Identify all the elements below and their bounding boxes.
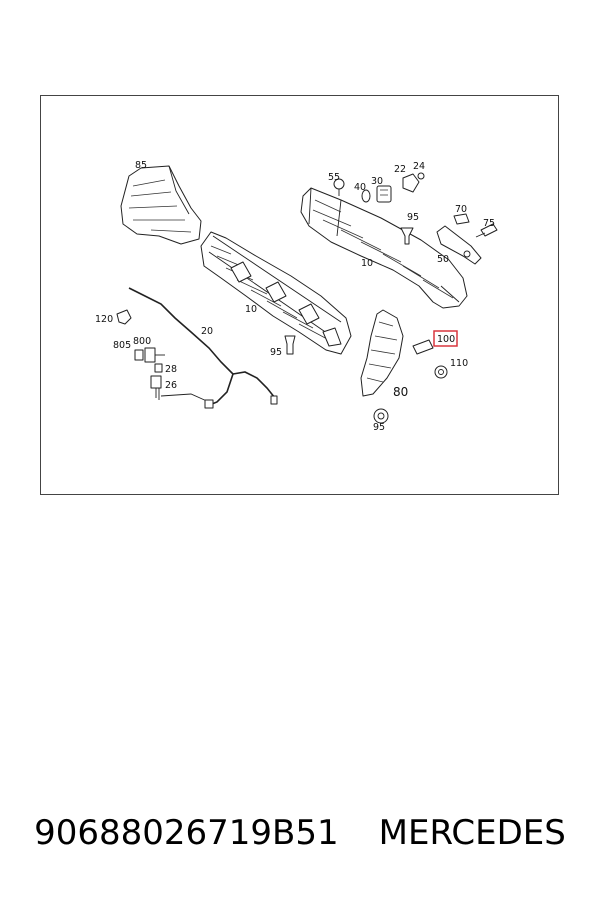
- brand-name: MERCEDES: [378, 813, 566, 853]
- callout-22: 22: [394, 164, 406, 175]
- clip-120: [116, 309, 132, 325]
- callout-75: 75: [483, 218, 495, 229]
- parts-diagram-frame: 85 55 40 30 22 24 95 70 75 50 10 10 120 …: [40, 95, 559, 495]
- callout-85: 85: [135, 160, 147, 171]
- wiring-harness-20: [128, 287, 278, 409]
- callout-800: 800: [133, 336, 151, 347]
- callout-95-bottom: 95: [373, 422, 385, 433]
- fastener-55: [333, 178, 345, 196]
- part-100-highlight-box: [433, 330, 458, 347]
- callout-95-mid: 95: [270, 347, 282, 358]
- callout-70: 70: [455, 204, 467, 215]
- callout-20: 20: [201, 326, 213, 337]
- connector-26: [150, 375, 162, 398]
- part-100-bracket: [412, 339, 434, 355]
- clip-95-top: [400, 227, 414, 245]
- clip-110: [434, 365, 448, 379]
- clip-95-bottom: [373, 408, 389, 424]
- callout-55: 55: [328, 172, 340, 183]
- callout-28: 28: [165, 364, 177, 375]
- connector-28: [154, 363, 163, 373]
- sensor-805-800: [134, 347, 165, 363]
- callout-10-right: 10: [361, 258, 373, 269]
- exploded-parts-diagram: 85 55 40 30 22 24 95 70 75 50 10 10 120 …: [95, 160, 498, 433]
- callout-26: 26: [165, 380, 177, 391]
- fastener-30: [376, 185, 392, 203]
- callout-110: 110: [450, 358, 468, 369]
- callout-95-top: 95: [407, 212, 419, 223]
- callout-40: 40: [354, 182, 366, 193]
- callout-30: 30: [371, 176, 383, 187]
- callout-805: 805: [113, 340, 131, 351]
- fastener-22-24: [402, 172, 425, 193]
- screw-75: [475, 223, 498, 238]
- callout-24: 24: [413, 161, 425, 172]
- fastener-40: [361, 189, 371, 203]
- callout-120: 120: [95, 314, 113, 325]
- part-85-side-bracket: [120, 165, 202, 245]
- callout-50: 50: [437, 254, 449, 265]
- callout-10-left: 10: [245, 304, 257, 315]
- part-10-left-bumper-carrier: [200, 231, 352, 355]
- bracket-50: [436, 225, 482, 265]
- callout-100: 100: [437, 334, 455, 345]
- part-80-side-panel: [360, 309, 404, 397]
- callout-80: 80: [393, 385, 408, 399]
- clip-95-mid: [284, 335, 296, 355]
- clip-70: [453, 213, 470, 225]
- part-10-right-bumper-cover: [300, 187, 468, 309]
- part-caption: 90688026719B51 MERCEDES: [0, 808, 600, 858]
- part-number: 90688026719B51: [34, 813, 339, 853]
